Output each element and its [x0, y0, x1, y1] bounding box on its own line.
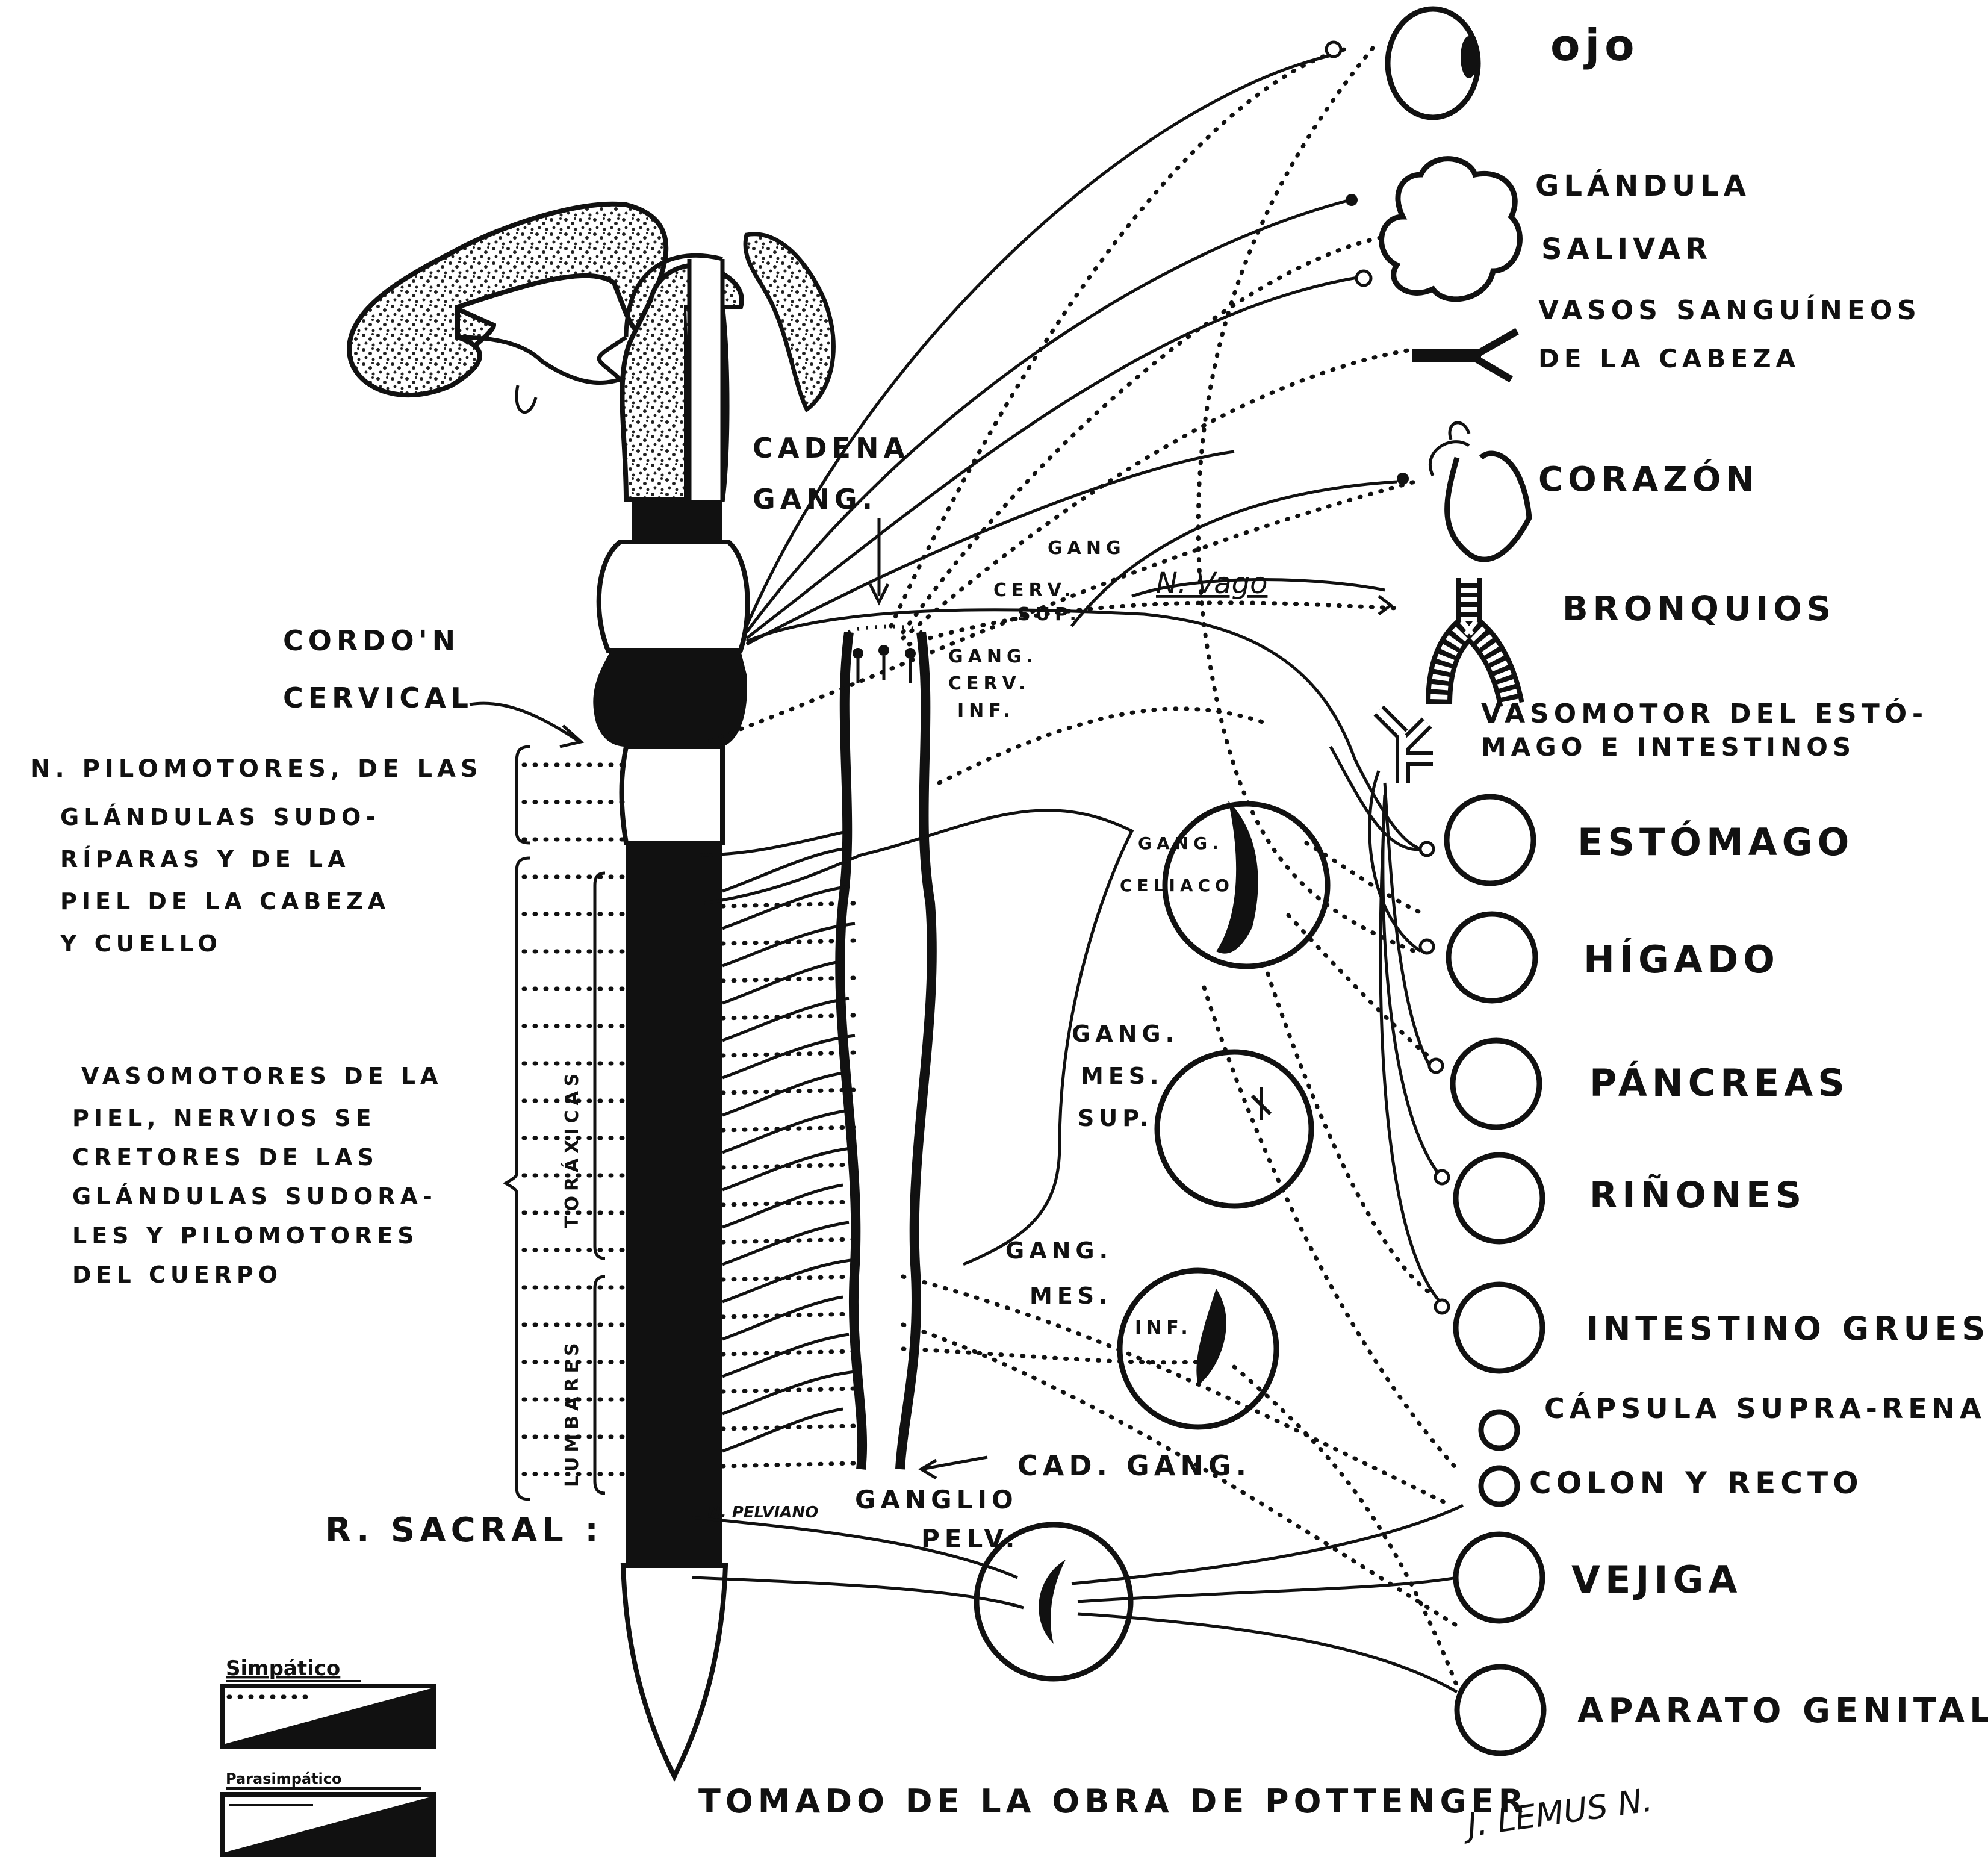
- ramus-line: [722, 1297, 843, 1339]
- label-vaso-2: PIEL, NERVIOS SE: [72, 1105, 376, 1131]
- label-cordon-1: CORDO'N: [283, 624, 460, 657]
- superior-mesenteric-ganglion: [1157, 1052, 1311, 1206]
- label-toraxicas: TORÁXICAS: [561, 1069, 583, 1228]
- ramus-line: [722, 924, 855, 966]
- salivary-gland-icon: [1346, 159, 1520, 299]
- label-rinones: RIÑONES: [1589, 1173, 1806, 1216]
- label-gang-celiaco-2: CELIACO: [1120, 876, 1234, 895]
- label-n-vago: N. Vago: [1156, 567, 1267, 600]
- label-cadena-1: CADENA: [753, 432, 910, 464]
- credits: TOMADO DE LA OBRA DE POTTENGER J. LEMUS …: [698, 1781, 1654, 1845]
- label-gang-cerv-sup-2: CERV.: [993, 580, 1075, 601]
- label-credit: TOMADO DE LA OBRA DE POTTENGER: [698, 1782, 1528, 1820]
- inferior-mesenteric-ganglion: [1120, 1271, 1276, 1427]
- ramus-dotted-line: [722, 1463, 855, 1466]
- label-aparato: APARATO GENITAL: [1577, 1691, 1988, 1731]
- label-gang-mes-sup-2: MES.: [1081, 1063, 1164, 1089]
- label-ojo: ojo: [1550, 20, 1639, 70]
- label-ganglio-pelv-2: PELV.: [921, 1524, 1020, 1554]
- label-gang-cerv-sup-1: GANG: [1048, 538, 1126, 559]
- label-vaso-3: CRETORES DE LAS: [72, 1144, 379, 1171]
- label-higado: HÍGADO: [1583, 938, 1780, 981]
- bladder-icon: [1456, 1534, 1542, 1621]
- label-vaso-6: DEL CUERPO: [72, 1261, 282, 1288]
- label-r-sacral: R. SACRAL :: [325, 1511, 603, 1550]
- heart-icon: [1397, 423, 1529, 559]
- label-gang-cerv-inf-2: CERV.: [948, 673, 1030, 694]
- ramus-line: [722, 1334, 849, 1376]
- ramus-line: [722, 1148, 855, 1190]
- label-cad-gang: CAD. GANG.: [1017, 1449, 1251, 1482]
- label-salivar: SALIVAR: [1541, 232, 1712, 266]
- label-vasomotor-1: VASOMOTOR DEL ESTÓ-: [1481, 697, 1928, 729]
- ramus-line: [722, 1372, 855, 1414]
- label-vasos-2: DE LA CABEZA: [1538, 344, 1800, 373]
- label-pancreas: PÁNCREAS: [1589, 1061, 1850, 1105]
- label-vejiga: VEJIGA: [1571, 1558, 1742, 1602]
- pancreas-icon: [1429, 1040, 1539, 1127]
- label-gang-mes-inf-3: INF.: [1135, 1317, 1193, 1339]
- eye-icon: [1326, 9, 1478, 117]
- label-capsula: CÁPSULA SUPRA-RENAL: [1544, 1392, 1988, 1425]
- label-pilo-1: N. PILOMOTORES, DE LAS: [30, 755, 483, 783]
- kidney-icon: [1435, 1155, 1542, 1242]
- label-intestino-grueso: INTESTINO GRUESO: [1586, 1310, 1988, 1348]
- label-colon: COLON Y RECTO: [1529, 1466, 1863, 1501]
- adrenal-icon: [1481, 1412, 1517, 1448]
- liver-icon: [1420, 914, 1535, 1001]
- ramus-line: [722, 961, 843, 1003]
- ramus-line: [722, 1260, 855, 1302]
- ganglion-labels: CADENA GANG. GANG CERV. SUP. N. Vago GAN…: [707, 432, 1267, 1554]
- label-gang-mes-inf-2: MES.: [1030, 1283, 1113, 1309]
- rami-communicantes: [722, 849, 855, 1466]
- legend-parasimpatico-label: Parasimpático: [226, 1770, 341, 1787]
- label-pilo-4: PIEL DE LA CABEZA: [60, 888, 390, 915]
- ramus-line: [722, 886, 849, 928]
- label-pilo-3: RÍPARAS Y DE LA: [60, 846, 350, 872]
- genital-icon: [1457, 1667, 1544, 1753]
- label-vasos-1: VASOS SANGUÍNEOS: [1538, 294, 1921, 326]
- label-vaso-5: LES Y PILOMOTORES: [72, 1222, 419, 1249]
- label-ganglio-pelv-1: GANGLIO: [855, 1485, 1018, 1514]
- ramus-line: [722, 1185, 843, 1227]
- bronchi-icon: [1379, 578, 1511, 704]
- ramus-line: [722, 1409, 843, 1451]
- ramus-line: [722, 998, 849, 1040]
- label-vaso-4: GLÁNDULAS SUDORA-: [72, 1183, 437, 1210]
- label-vaso-1: VASOMOTORES DE LA: [81, 1063, 443, 1089]
- label-corazon: CORAZÓN: [1538, 460, 1759, 499]
- label-n-pelviano: N. PELVIANO: [707, 1504, 818, 1522]
- spinal-cord: [593, 500, 747, 1776]
- legend: Simpático Parasimpático: [223, 1656, 433, 1855]
- organ-labels: ojo GLÁNDULA SALIVAR VASOS SANGUÍNEOS DE…: [1481, 20, 1988, 1731]
- large-intestine-icon: [1435, 1284, 1542, 1371]
- label-gang-cerv-inf-3: INF.: [957, 700, 1015, 721]
- label-cordon-2: CERVICAL: [283, 682, 473, 714]
- label-pilo-2: GLÁNDULAS SUDO-: [60, 804, 381, 830]
- label-gang-mes-inf-1: GANG.: [1005, 1237, 1113, 1264]
- colon-rectum-icon: [1481, 1468, 1517, 1504]
- ramus-line: [722, 1110, 849, 1152]
- label-glandula: GLÁNDULA: [1535, 169, 1751, 203]
- label-gang-mes-sup-3: SUP.: [1078, 1105, 1154, 1131]
- label-lumbares: LUMBARES: [562, 1338, 583, 1487]
- label-pilo-5: Y CUELLO: [60, 930, 222, 957]
- label-gang-celiaco-1: GANG.: [1138, 833, 1223, 853]
- label-gang-cerv-inf-1: GANG.: [948, 646, 1038, 667]
- label-cadena-2: GANG.: [753, 483, 877, 515]
- label-gang-mes-sup-1: GANG.: [1072, 1021, 1179, 1047]
- label-estomago: ESTÓMAGO: [1577, 820, 1854, 864]
- vasomotor-vessel-icon: [1379, 711, 1433, 783]
- ramus-line: [722, 1073, 843, 1115]
- blood-vessel-icon: [1412, 331, 1517, 379]
- label-gang-cerv-sup-3: SUP.: [1017, 604, 1081, 625]
- ganglionic-chain: [840, 518, 932, 1469]
- ramus-line: [722, 1036, 855, 1078]
- label-bronquios: BRONQUIOS: [1562, 589, 1836, 629]
- legend-simpatico-label: Simpático: [226, 1656, 340, 1681]
- ramus-line: [722, 1222, 849, 1264]
- stomach-icon: [1420, 797, 1533, 883]
- label-vasomotor-2: MAGO E INTESTINOS: [1481, 732, 1856, 762]
